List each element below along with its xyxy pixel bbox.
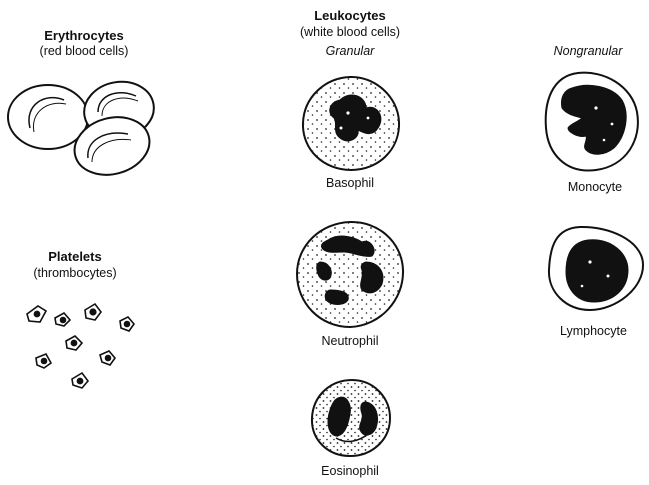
platelet — [100, 351, 115, 365]
platelet — [85, 304, 101, 320]
platelet — [36, 354, 51, 368]
platelet — [120, 317, 134, 331]
erythrocytes-group — [8, 76, 158, 183]
erythrocyte-1 — [8, 85, 88, 149]
platelet — [72, 373, 88, 388]
lymphocyte-cell — [549, 227, 643, 310]
monocyte-cell — [546, 73, 638, 171]
eosinophil-cell — [312, 380, 390, 456]
neutrophil-cell — [297, 222, 403, 327]
basophil-cell — [303, 77, 399, 170]
platelet — [55, 313, 70, 326]
platelet — [66, 336, 82, 350]
platelet — [27, 306, 46, 322]
platelets-group — [27, 304, 134, 388]
